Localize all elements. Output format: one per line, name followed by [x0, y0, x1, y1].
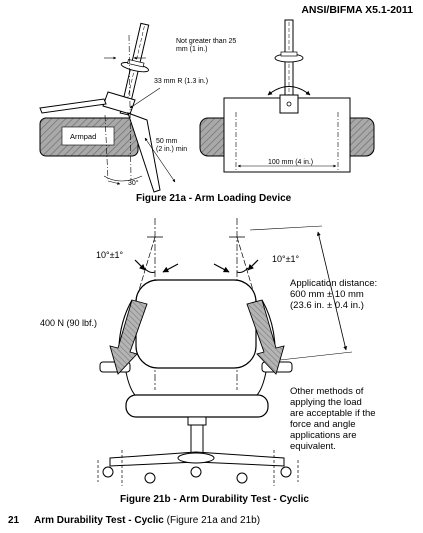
chair-seat [125, 394, 269, 418]
application-distance-line-2: 600 mm ± 10 mm [290, 289, 364, 300]
section-number: 21 [8, 515, 20, 526]
other-methods-line-2: applying the load [290, 397, 362, 408]
section-title: Arm Durability Test - Cyclic [34, 515, 164, 526]
other-methods-line-6: equivalent. [290, 441, 336, 452]
application-distance-line-1: Application distance: [290, 278, 378, 289]
figure-21a-caption: Figure 21a - Arm Loading Device [136, 193, 292, 204]
max-offset-line-1: Not greater than 25 [176, 38, 237, 45]
other-methods-line-1: Other methods of [290, 386, 364, 397]
length-line-2: (2 in.) min [156, 146, 188, 153]
fig21a-front-view [199, 19, 375, 173]
application-distance-line-3: (23.6 in. ± 0.4 in.) [290, 300, 364, 311]
length-label: 50 mm (2 in.) min [156, 138, 187, 154]
application-distance: Application distance: 600 mm ± 10 mm (23… [290, 278, 377, 311]
standard-header: ANSI/BIFMA X5.1-2011 [301, 4, 413, 16]
other-methods-line-3: are acceptable if the [290, 408, 376, 419]
fig21b-chair [97, 218, 353, 486]
figure-21b-caption: Figure 21b - Arm Durability Test - Cycli… [120, 494, 309, 505]
length-line-1: 50 mm [156, 138, 178, 145]
section-heading: Arm Durability Test - Cyclic (Figure 21a… [34, 515, 260, 526]
armpad-label: Armpad [70, 132, 97, 141]
width-label: 100 mm (4 in.) [268, 159, 314, 166]
chair-back [135, 279, 257, 369]
angle-right-label: 10°±1° [272, 254, 300, 264]
other-methods-note: Other methods of applying the load are a… [290, 386, 376, 452]
section-reference: (Figure 21a and 21b) [163, 515, 261, 526]
other-methods-line-4: force and angle [290, 419, 356, 430]
other-methods-line-5: applications are [290, 430, 357, 441]
fig21a-side-view [39, 22, 176, 193]
radius-label: 33 mm R (1.3 in.) [154, 78, 209, 85]
load-label: 400 N (90 lbf.) [40, 318, 98, 328]
angle-label: 30° [128, 180, 139, 187]
max-offset-note: Not greater than 25 mm (1 in.) [176, 38, 236, 54]
max-offset-line-2: mm (1 in.) [176, 46, 208, 53]
angle-left-label: 10°±1° [96, 250, 124, 260]
